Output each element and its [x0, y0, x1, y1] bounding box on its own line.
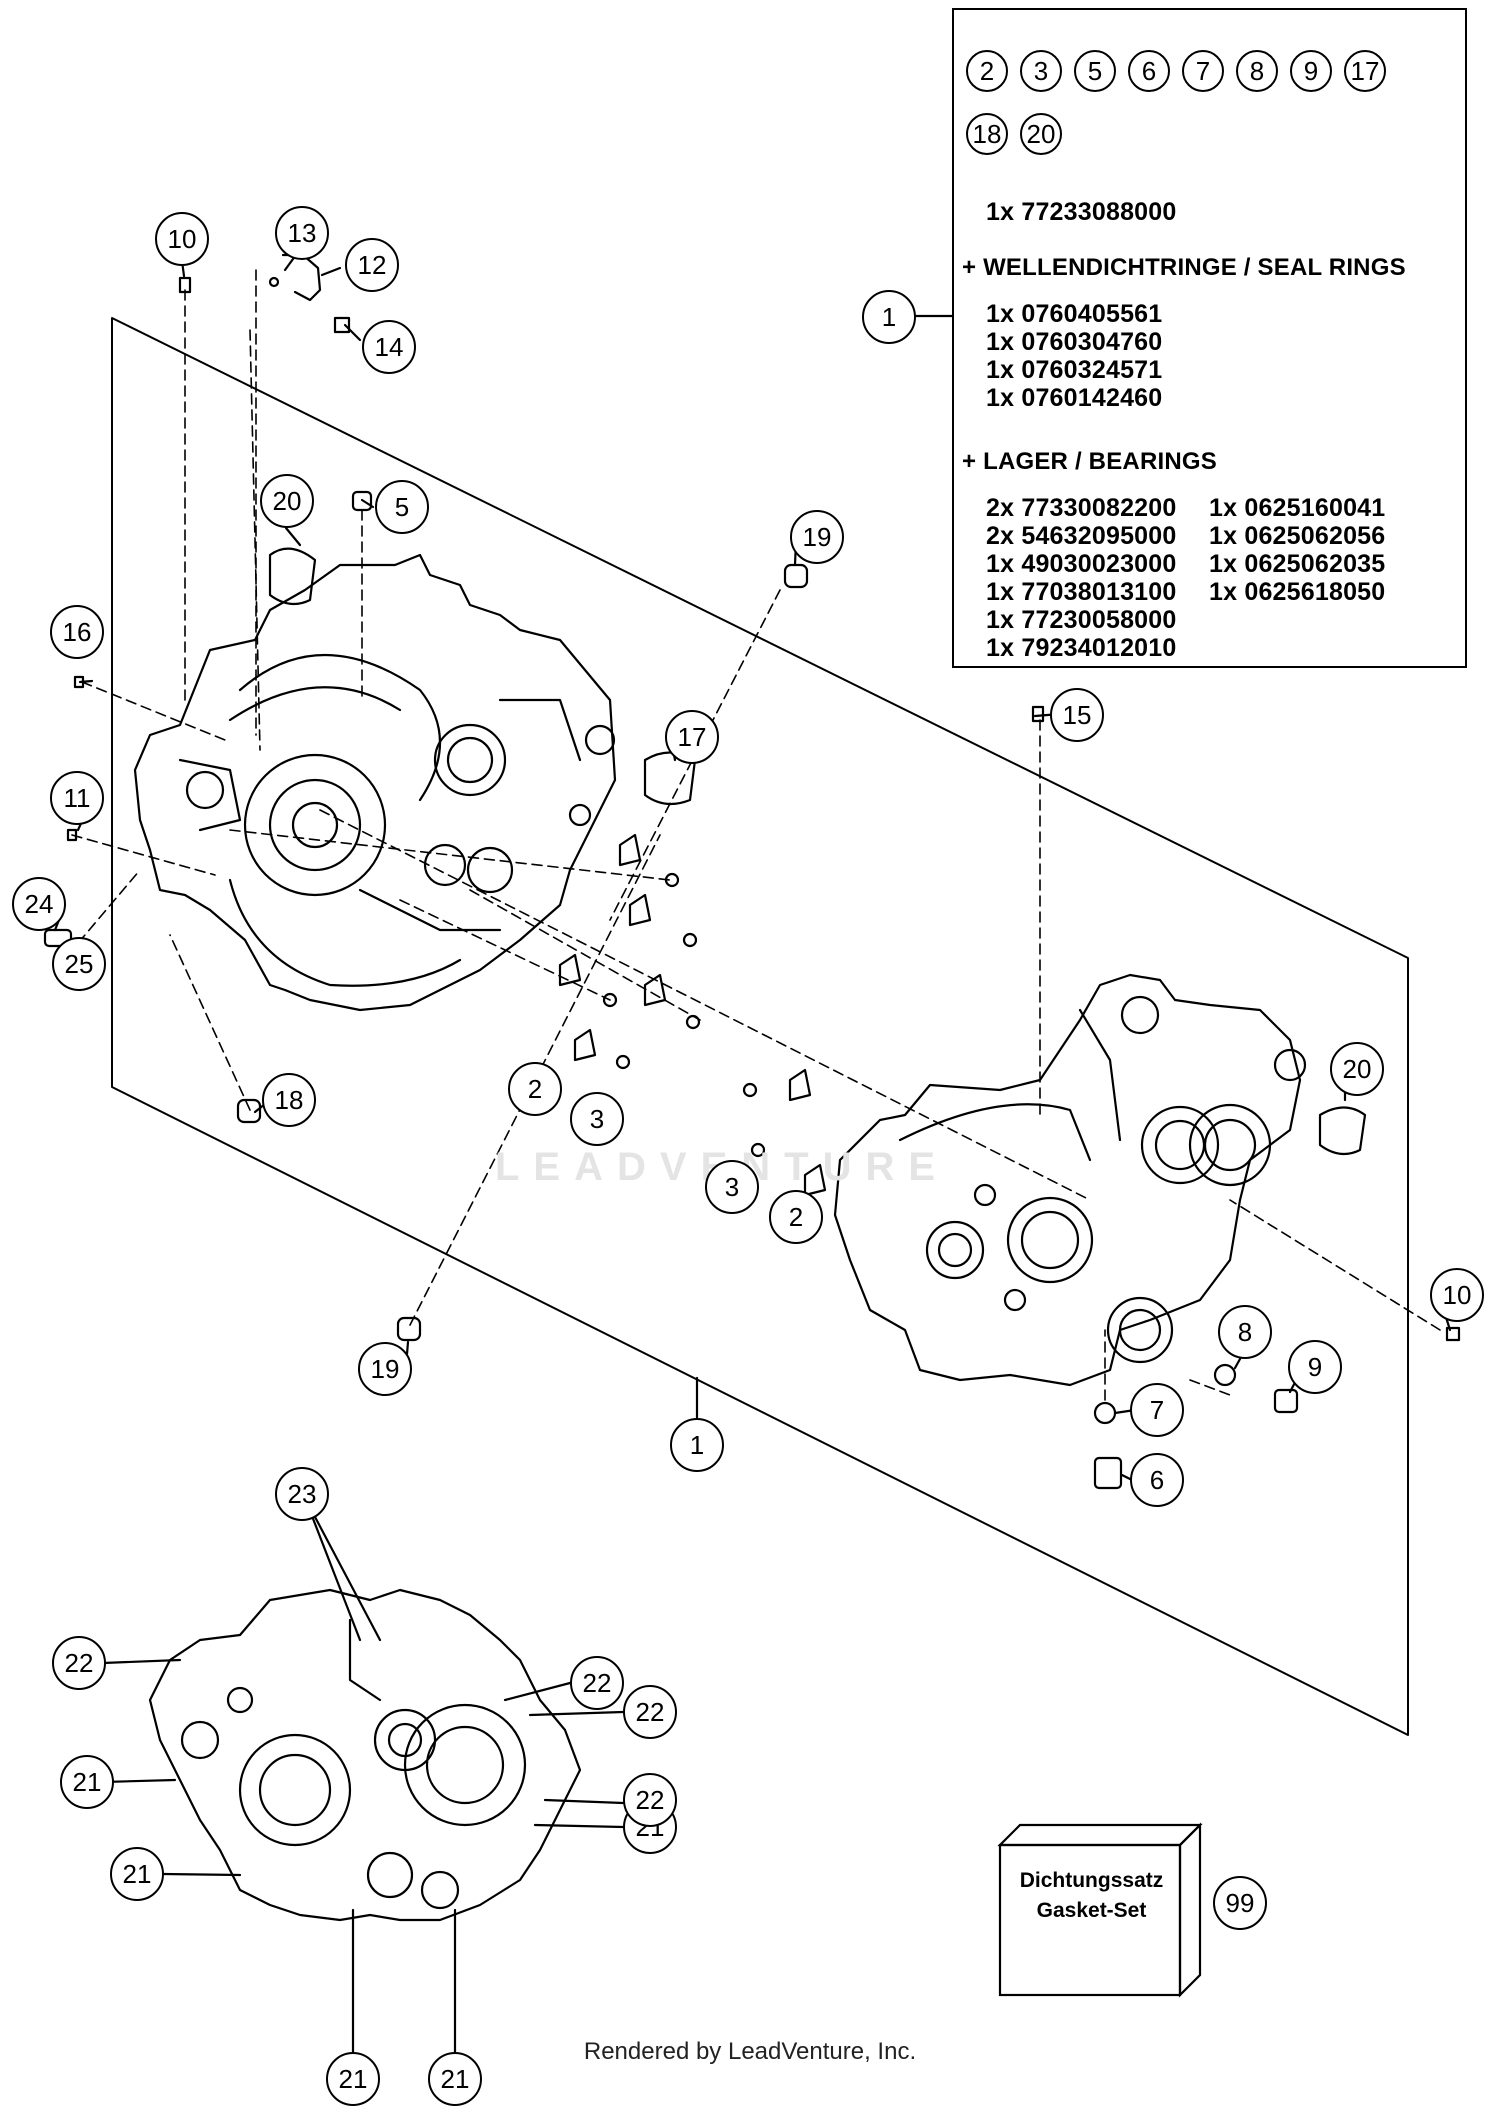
callout-part-11[interactable]: 11: [50, 771, 104, 825]
gasket-set-box-graphic: [997, 1822, 1203, 1998]
right-crankcase-half: [833, 973, 1307, 1387]
assembly-outline: [111, 317, 1409, 1736]
callout-part-19[interactable]: 19: [790, 510, 844, 564]
callout-part-22[interactable]: 22: [52, 1636, 106, 1690]
callout-part-18[interactable]: 18: [262, 1073, 316, 1127]
bearings-heading: + LAGER / BEARINGS: [962, 448, 1217, 475]
callout-part-16[interactable]: 16: [50, 605, 104, 659]
main-part-number: 1x 77233088000: [986, 198, 1177, 226]
callout-part-5[interactable]: 5: [375, 480, 429, 534]
callout-part-24[interactable]: 24: [12, 877, 66, 931]
seal-ring-item: 1x 0760405561: [986, 300, 1163, 328]
seal-ring-item: 1x 0760304760: [986, 328, 1163, 356]
bearing-item: 2x 54632095000: [986, 522, 1177, 550]
kit-chip[interactable]: 5: [1074, 50, 1116, 92]
kit-chip[interactable]: 7: [1182, 50, 1224, 92]
callout-part-3[interactable]: 3: [705, 1160, 759, 1214]
callout-part-17[interactable]: 17: [665, 710, 719, 764]
gasket-set-label: Dichtungssatz Gasket-Set: [1004, 1866, 1179, 1926]
callout-part-13[interactable]: 13: [275, 206, 329, 260]
kit-chip[interactable]: 18: [966, 113, 1008, 155]
seal-ring-item: 1x 0760324571: [986, 356, 1163, 384]
kit-chip[interactable]: 3: [1020, 50, 1062, 92]
callout-part-2[interactable]: 2: [508, 1062, 562, 1116]
callout-part-8[interactable]: 8: [1218, 1305, 1272, 1359]
lower-crankcase-view: [148, 1588, 582, 1922]
callout-part-19[interactable]: 19: [358, 1342, 412, 1396]
footer-credit: Rendered by LeadVenture, Inc.: [583, 2038, 917, 2065]
kit-chip[interactable]: 17: [1344, 50, 1386, 92]
left-crankcase-half: [133, 553, 617, 1012]
callout-part-23[interactable]: 23: [275, 1467, 329, 1521]
callout-part-12[interactable]: 12: [345, 238, 399, 292]
kit-chip[interactable]: 2: [966, 50, 1008, 92]
kit-chip[interactable]: 6: [1128, 50, 1170, 92]
callout-part-10[interactable]: 10: [1430, 1268, 1484, 1322]
callout-part-22[interactable]: 22: [623, 1685, 677, 1739]
kit-chip-row-1: 2 3 5 6 7 8 9 17: [966, 50, 1386, 92]
callout-part-7[interactable]: 7: [1130, 1383, 1184, 1437]
callout-part-6[interactable]: 6: [1130, 1453, 1184, 1507]
callout-part-9[interactable]: 9: [1288, 1340, 1342, 1394]
bearing-item: 2x 77330082200: [986, 494, 1177, 522]
callout-part-1[interactable]: 1: [670, 1418, 724, 1472]
callout-part-22[interactable]: 22: [570, 1656, 624, 1710]
callout-part-2[interactable]: 2: [769, 1190, 823, 1244]
bearing-item: 1x 0625160041: [1209, 494, 1386, 522]
bearing-item: 1x 0625062035: [1209, 550, 1386, 578]
callout-part-21[interactable]: 21: [60, 1755, 114, 1809]
bearing-item: 1x 0625062056: [1209, 522, 1386, 550]
callout-part-10[interactable]: 10: [155, 212, 209, 266]
callout-part-14[interactable]: 14: [362, 320, 416, 374]
bearing-item: 1x 77038013100: [986, 578, 1177, 606]
seal-rings-heading: + WELLENDICHTRINGE / SEAL RINGS: [962, 254, 1406, 281]
gasket-label-de: Dichtungssatz: [1019, 1869, 1164, 1892]
callout-part-20[interactable]: 20: [260, 474, 314, 528]
bearing-item: 1x 79234012010: [986, 634, 1177, 662]
parts-kit-box: 2 3 5 6 7 8 9 17 18 20 1x 77233088000 + …: [952, 8, 1467, 668]
callout-part-1[interactable]: 1: [862, 290, 916, 344]
callout-part-99[interactable]: 99: [1213, 1876, 1267, 1930]
seal-ring-item: 1x 0760142460: [986, 384, 1163, 412]
bearing-item: 1x 77230058000: [986, 606, 1177, 634]
kit-chip[interactable]: 9: [1290, 50, 1332, 92]
bearing-item: 1x 49030023000: [986, 550, 1177, 578]
kit-chip[interactable]: 8: [1236, 50, 1278, 92]
kit-chip-row-2: 18 20: [966, 113, 1062, 155]
callout-part-3[interactable]: 3: [570, 1092, 624, 1146]
gasket-label-en: Gasket-Set: [1036, 1899, 1147, 1922]
callout-part-20[interactable]: 20: [1330, 1042, 1384, 1096]
callout-part-25[interactable]: 25: [52, 937, 106, 991]
callout-part-15[interactable]: 15: [1050, 688, 1104, 742]
callout-part-21[interactable]: 21: [110, 1847, 164, 1901]
kit-chip[interactable]: 20: [1020, 113, 1062, 155]
bearing-item: 1x 0625618050: [1209, 578, 1386, 606]
callout-part-22[interactable]: 22: [623, 1773, 677, 1827]
